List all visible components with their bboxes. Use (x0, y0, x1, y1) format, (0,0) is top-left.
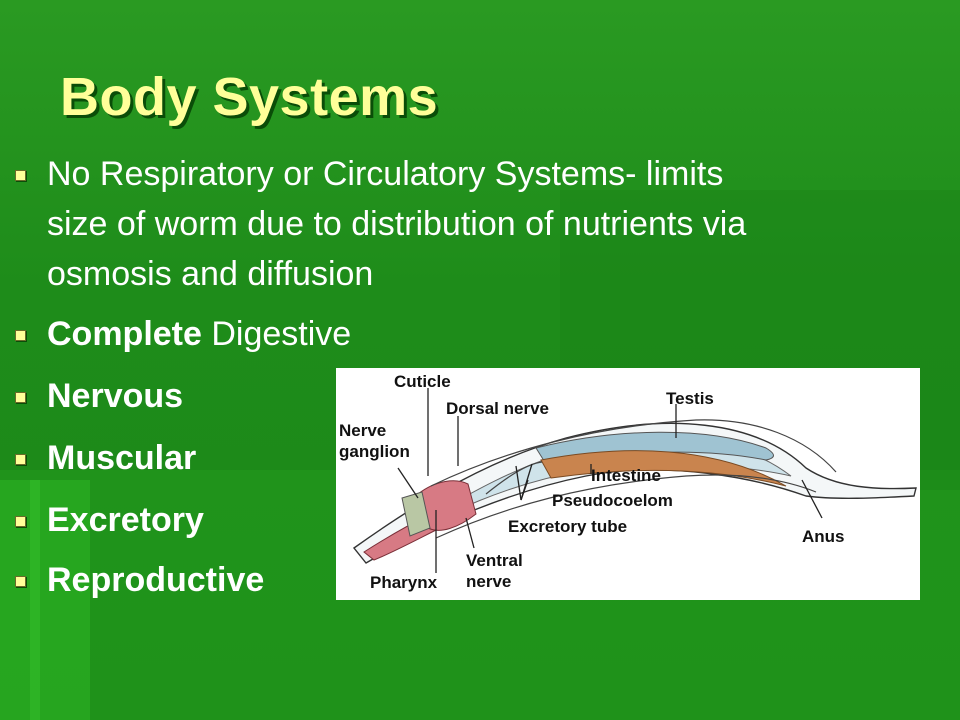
label-anus: Anus (802, 527, 845, 546)
label-excretory-tube: Excretory tube (508, 517, 627, 536)
excretory-tube-line (485, 461, 543, 495)
bullet-bold-text: Complete (47, 315, 202, 353)
ventral-nerve-line (435, 474, 817, 539)
label-dorsal-nerve: Dorsal nerve (446, 399, 549, 418)
bullet-bold-text: Reproductive (47, 561, 265, 599)
square-bullet-icon (15, 576, 26, 587)
leader-lines (397, 388, 823, 573)
bullet-bold-text: Muscular (47, 439, 197, 477)
bullet-text-line: size of worm due to distribution of nutr… (47, 205, 747, 243)
label-intestine: Intestine (591, 466, 661, 485)
label-nerve-ganglion-line2: ganglion (339, 442, 410, 461)
label-testis: Testis (666, 389, 714, 408)
label-cuticle: Cuticle (394, 372, 451, 391)
label-ventral-nerve-line2: nerve (466, 572, 511, 591)
label-pseudocoelom: Pseudocoelom (552, 491, 673, 510)
slide-title: Body Systems (60, 67, 439, 127)
intestine-shape (540, 450, 787, 487)
dorsal-nerve-line (430, 419, 837, 487)
square-bullet-icon (15, 454, 26, 465)
square-bullet-icon (15, 330, 26, 341)
bullet-text-line: osmosis and diffusion (47, 255, 374, 293)
bullet-text-line: No Respiratory or Circulatory Systems- l… (47, 155, 724, 193)
square-bullet-icon (15, 516, 26, 527)
bullet-bold-text: Excretory (47, 501, 204, 539)
square-bullet-icon (15, 170, 26, 181)
worm-anatomy-diagram: Cuticle Dorsal nerve Testis Nerve gangli… (339, 372, 917, 592)
label-nerve-ganglion-line1: Nerve (339, 421, 386, 440)
bullet-bold-text: Nervous (47, 377, 184, 415)
bullet-text: Complete Digestive (47, 308, 351, 361)
bullet-rest-text: Digestive (201, 315, 352, 353)
square-bullet-icon (15, 392, 26, 403)
label-ventral-nerve-line1: Ventral (466, 551, 523, 570)
worm-anatomy-figure: Cuticle Dorsal nerve Testis Nerve gangli… (336, 368, 920, 600)
label-pharynx: Pharynx (370, 573, 438, 592)
background-band (30, 480, 40, 720)
